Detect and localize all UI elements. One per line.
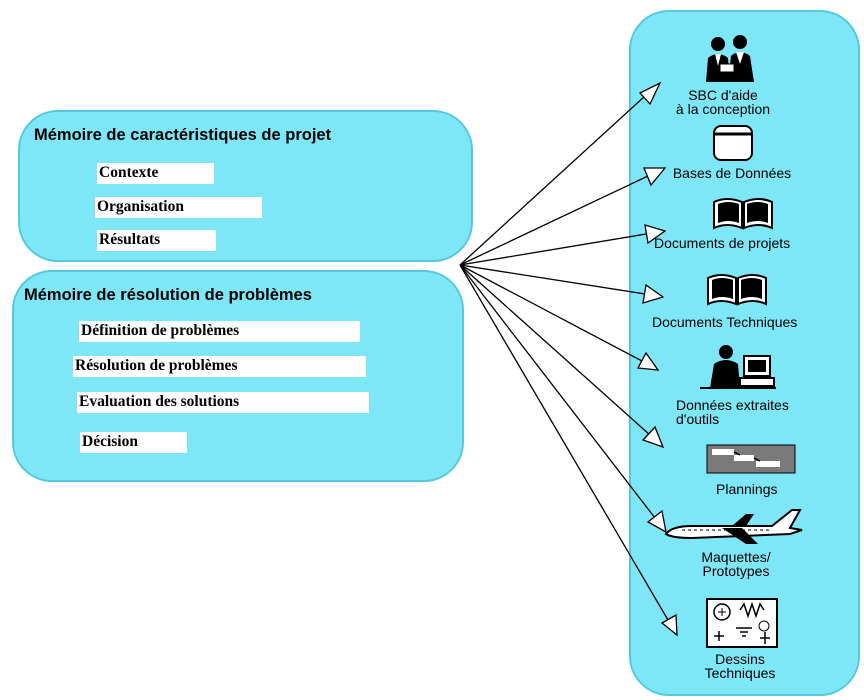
arrow-to-tool-data [459,264,660,371]
sbc-label-line1: SBC d'aide [688,87,758,103]
solution-evaluation-tag: Evaluation des solutions [77,392,369,413]
arrow-to-sbc [459,81,662,266]
arrow-to-technical-drawings [459,264,678,637]
sbc-label: SBC d'aide à la conception [668,88,778,116]
arrow-to-technical-documents [459,264,665,304]
arrow-to-prototypes [459,264,667,534]
open-book-icon [707,274,767,306]
problem-resolution-tag: Résolution de problèmes [73,356,366,377]
problem-definition-tag: Définition de problèmes [79,321,360,342]
prototypes-label: Maquettes/ Prototypes [696,550,776,578]
airplane-icon [664,509,803,544]
technical-documents-label: Documents Techniques [652,314,798,330]
technical-drawings-label-line2: Techniques [704,665,776,681]
databases-label: Bases de Données [672,165,792,181]
sbc-label-line2: à la conception [675,101,771,117]
open-book-icon [713,198,773,230]
organisation-tag: Organisation [95,197,262,218]
people-icon [706,35,754,82]
tool-data-label-line1: Données extraites [676,397,789,413]
sources-panel [629,10,860,696]
results-tag: Résultats [97,230,216,251]
project-characteristics-memory-box [18,110,473,262]
database-icon [713,125,753,161]
problem-solving-title: Mémoire de résolution de problèmes [24,286,312,304]
context-tag: Contexte [97,163,214,184]
gantt-chart-icon [706,444,796,474]
decision-tag: Décision [80,432,187,453]
prototypes-label-line1: Maquettes/ [701,549,771,565]
prototypes-label-line2: Prototypes [702,563,770,579]
tool-data-label-line2: d'outils [676,411,720,427]
technical-drawings-label: Dessins Techniques [700,652,780,680]
arrow-to-databases [459,167,667,266]
arrow-to-project-documents [459,224,667,266]
tool-data-label: Données extraites d'outils [676,398,789,426]
arrow-to-plannings [459,264,665,449]
project-characteristics-title: Mémoire de caractéristiques de projet [34,126,332,144]
plannings-label: Plannings [716,481,778,497]
circuit-drawing-icon [706,598,778,648]
computer-user-icon [700,345,776,389]
technical-drawings-label-line1: Dessins [715,651,765,667]
project-documents-label: Documents de projets [654,235,791,251]
